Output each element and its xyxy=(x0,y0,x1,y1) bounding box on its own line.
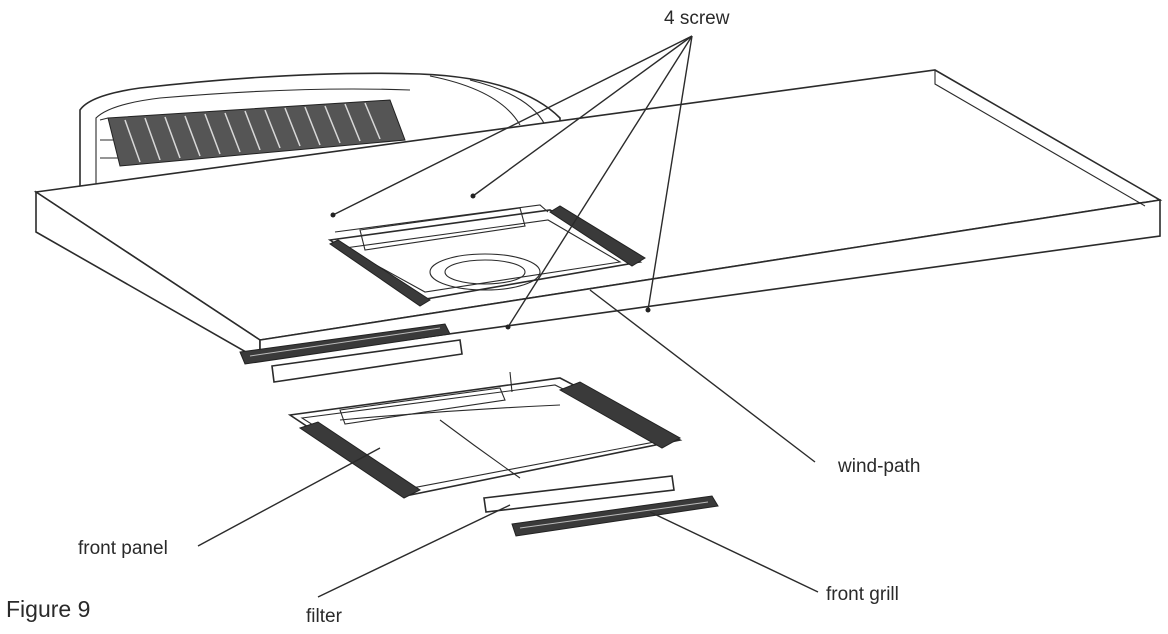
wind-path-label: wind-path xyxy=(838,456,921,477)
screw-label: 4 screw xyxy=(664,8,730,29)
wind-path-leader xyxy=(589,289,816,463)
figure-caption: Figure 9 xyxy=(6,596,91,622)
front-grill-label: front grill xyxy=(826,584,899,605)
wind-path-part xyxy=(327,204,646,307)
roof-slab xyxy=(33,69,1163,362)
front-panel-label: front panel xyxy=(78,538,168,559)
upper-front-grill xyxy=(239,323,451,365)
front-grill-leader xyxy=(649,511,819,593)
filter-label: filter xyxy=(306,606,342,627)
rooftop-vent-grille xyxy=(99,99,406,167)
filter-leader xyxy=(317,504,511,598)
front-panel-leader xyxy=(197,447,381,547)
lower-front-grill xyxy=(511,495,719,537)
lower-filter xyxy=(483,475,675,513)
upper-filter xyxy=(271,339,463,383)
front-panel-part xyxy=(287,371,683,499)
screw-leader-lines xyxy=(330,35,693,330)
